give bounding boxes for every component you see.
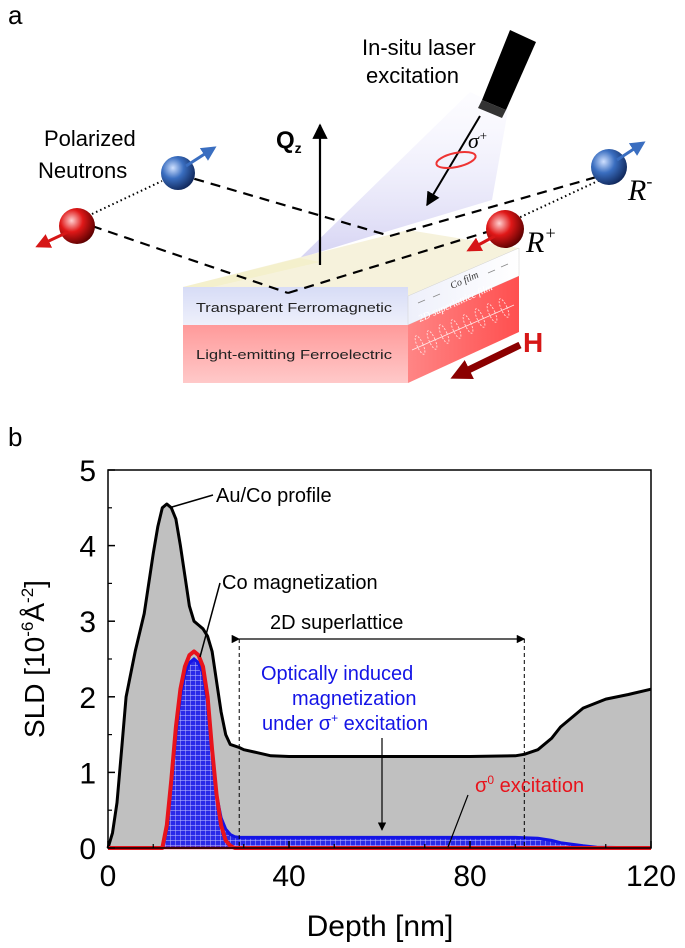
neutron-dots <box>91 179 601 222</box>
layer-ferroelectric <box>183 325 408 383</box>
x-axis: 0 40 80 120 <box>100 841 676 893</box>
laser-arrow <box>426 115 481 207</box>
neutron-blue-left <box>161 146 217 190</box>
layer-bottom-label: Light-emitting Ferroelectric <box>196 347 393 362</box>
annotation-co-mag: Co magnetization <box>222 572 378 594</box>
y-tick-label: 1 <box>79 757 96 790</box>
annotation-optical-line3: under σ+ excitation <box>262 711 428 735</box>
series-area-profile <box>108 504 651 848</box>
neutron-red-left <box>35 208 95 248</box>
y-tick-label: 4 <box>79 531 96 564</box>
sample-block: Co film 2D superlattice film Transparent… <box>183 230 520 383</box>
spin-arrow-icon <box>616 141 646 162</box>
side-bottom-face <box>408 276 519 383</box>
y-tick-label: 5 <box>79 455 96 488</box>
laser-device <box>426 30 536 207</box>
annotation-optical-line2: magnetization <box>292 688 417 710</box>
annotation-co-mag-pointer <box>199 582 221 658</box>
field-arrow <box>450 341 522 379</box>
polarized-line1: Polarized <box>44 126 136 151</box>
panel-a: a <box>8 0 652 383</box>
series-line-profile <box>106 502 652 849</box>
annotation-sigma0-pointer <box>447 794 469 848</box>
y-tick-label: 0 <box>79 833 96 866</box>
polarized-line2: Neutrons <box>38 158 127 183</box>
spin-arrow-icon <box>466 234 496 252</box>
y-tick-label: 2 <box>79 682 96 715</box>
sigma-plus-label: σ+ <box>468 128 488 153</box>
y-axis: 0 1 2 3 4 5 <box>79 455 115 866</box>
y-axis-label: SLD [10-6Å-2] <box>18 580 50 738</box>
laser-beam <box>300 92 508 258</box>
x-tick-label: 0 <box>100 860 117 893</box>
y-tick-label: 3 <box>79 606 96 639</box>
co-film-arrows <box>417 263 509 304</box>
r-plus-label: R+ <box>525 223 556 259</box>
panel-a-letter: a <box>8 0 23 30</box>
annotation-sigma0: σ0 excitation <box>475 773 584 797</box>
superlattice-pattern <box>411 298 515 355</box>
annotation-profile: Au/Co profile <box>216 485 332 507</box>
series-line-co-mag <box>108 649 651 850</box>
x-tick-label: 40 <box>272 860 305 893</box>
annotation-superlattice: 2D superlattice <box>270 612 403 634</box>
x-tick-label: 120 <box>626 860 676 893</box>
layer-ferromagnetic <box>183 287 408 325</box>
spin-arrow-icon <box>185 146 217 168</box>
panel-b-letter: b <box>8 422 22 452</box>
x-tick-label: 80 <box>453 860 486 893</box>
spin-arrow-icon <box>35 230 69 248</box>
laser-label-line2: excitation <box>366 63 459 88</box>
neutron-blue-right <box>591 141 646 185</box>
panel-b: b Au/Co profile Co magnetization 2D supe… <box>8 422 676 943</box>
circular-polarization-icon <box>435 150 477 170</box>
annotation-optical-line1: Optically induced <box>261 663 413 685</box>
laser-label-line1: In-situ laser <box>362 35 476 60</box>
annotation-profile-pointer <box>171 494 214 508</box>
sample-top-surface <box>183 230 519 296</box>
layer-top-label: Transparent Ferromagnetic <box>196 300 393 315</box>
neutron-red-right <box>466 210 524 252</box>
field-label: H <box>523 327 543 358</box>
r-minus-label: R- <box>627 171 652 207</box>
neutron-paths <box>91 172 601 295</box>
qz-label: Qz <box>276 127 302 156</box>
x-axis-label: Depth [nm] <box>307 910 454 943</box>
